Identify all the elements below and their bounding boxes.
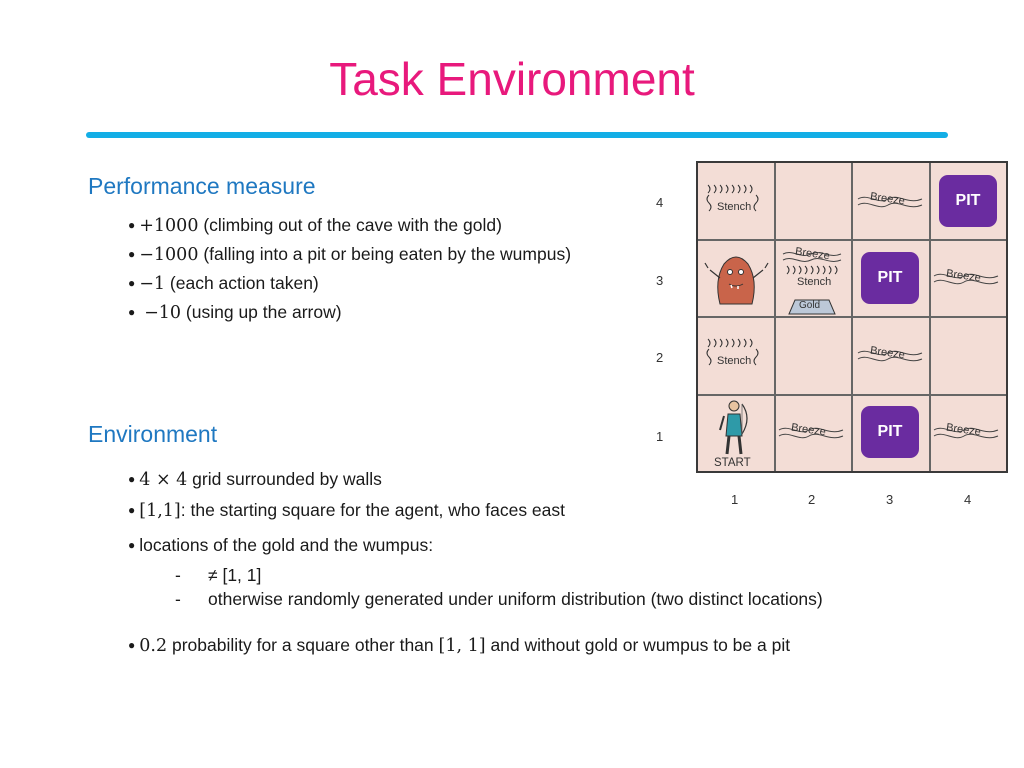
bullet-icon: ● xyxy=(128,218,136,232)
pit-tile: PIT xyxy=(861,406,919,458)
environment-item-grid: ●4 × 4 grid surrounded by walls xyxy=(128,469,382,490)
grid-line xyxy=(698,316,1006,318)
breeze-icon xyxy=(857,350,923,362)
bullet-icon: ● xyxy=(128,638,136,652)
col-label-2: 2 xyxy=(808,492,816,507)
stench-icon xyxy=(706,338,759,366)
environment-item-locations: ●locations of the gold and the wumpus: xyxy=(128,535,434,555)
performance-item-1: ●+1000 (climbing out of the cave with th… xyxy=(128,215,502,236)
breeze-icon xyxy=(857,196,923,208)
pit-tile: PIT xyxy=(939,175,997,227)
grid-line xyxy=(698,239,1006,241)
wumpus-icon xyxy=(704,256,769,305)
breeze-icon xyxy=(933,427,999,439)
bullet-icon: ● xyxy=(128,538,136,552)
breeze-icon xyxy=(778,427,844,439)
cell-1-2: Stench xyxy=(698,317,775,394)
col-label-1: 1 xyxy=(731,492,739,507)
breeze-icon xyxy=(933,273,999,285)
pit-tile: PIT xyxy=(861,252,919,304)
wumpus-world-grid: Stench Breeze PIT Breeze Stench Gold xyxy=(696,161,1008,473)
bullet-icon: ● xyxy=(128,503,136,517)
title-underline xyxy=(86,132,948,138)
cell-1-1: START xyxy=(698,394,775,471)
grid-line xyxy=(698,394,1006,396)
cell-1-4: Stench xyxy=(698,163,775,240)
cell-3-2: Breeze xyxy=(852,317,929,394)
gold-icon xyxy=(788,299,836,315)
stench-icon xyxy=(706,184,759,212)
row-label-4: 4 xyxy=(656,195,664,210)
performance-item-4: ● −10 (using up the arrow) xyxy=(128,302,342,323)
stench-icon xyxy=(786,265,838,275)
environment-item-pit-probability: ●0.2 probability for a square other than… xyxy=(128,635,791,656)
slide-title: Task Environment xyxy=(329,53,695,105)
bullet-icon: ● xyxy=(128,305,136,319)
breeze-icon xyxy=(782,252,842,262)
performance-item-3: ●−1 (each action taken) xyxy=(128,273,319,294)
cell-4-1: Breeze xyxy=(930,394,1007,471)
row-label-1: 1 xyxy=(656,429,664,444)
cell-3-3: PIT xyxy=(852,240,929,317)
bullet-icon: ● xyxy=(128,276,136,290)
sub-item-dash: - xyxy=(175,565,181,585)
cell-3-4: Breeze xyxy=(852,163,929,240)
row-label-3: 3 xyxy=(656,273,664,288)
cell-4-4: PIT xyxy=(930,163,1007,240)
col-label-4: 4 xyxy=(964,492,972,507)
bullet-icon: ● xyxy=(128,247,136,261)
sub-item-not-start: ≠ [1, 1] xyxy=(208,565,262,585)
start-label: START xyxy=(714,457,751,469)
sub-item-dash: - xyxy=(175,589,181,609)
cell-2-3: Breeze Stench Gold xyxy=(775,240,852,317)
cell-2-1: Breeze xyxy=(775,394,852,471)
bullet-icon: ● xyxy=(128,472,136,486)
performance-heading: Performance measure xyxy=(88,173,316,199)
performance-item-2: ●−1000 (falling into a pit or being eate… xyxy=(128,244,572,265)
sub-item-random: otherwise randomly generated under unifo… xyxy=(208,589,823,609)
agent-icon xyxy=(719,400,748,455)
environment-item-start: ●[1,1]: the starting square for the agen… xyxy=(128,500,566,521)
col-label-3: 3 xyxy=(886,492,894,507)
row-label-2: 2 xyxy=(656,350,664,365)
cell-3-1: PIT xyxy=(852,394,929,471)
environment-heading: Environment xyxy=(88,421,218,447)
cell-1-3 xyxy=(698,240,775,317)
cell-4-3: Breeze xyxy=(930,240,1007,317)
